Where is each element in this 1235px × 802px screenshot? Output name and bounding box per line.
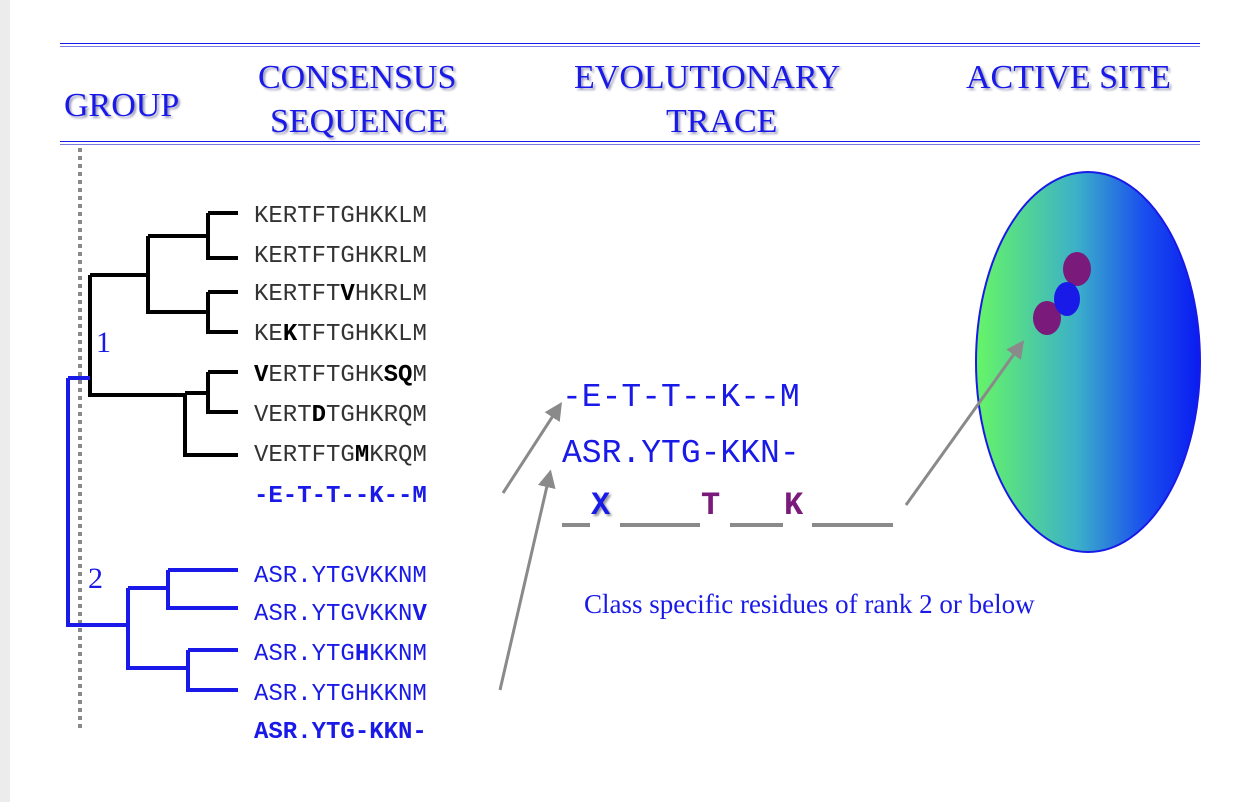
sequence-mutation: K [283, 321, 298, 348]
arrows [498, 340, 1025, 691]
left-edge-strip [0, 0, 10, 802]
group-label-2: 2 [88, 562, 103, 595]
sequence-row: ASR.YTGHKKNM [254, 641, 427, 668]
active-site-residue-purple-bottom [1033, 301, 1061, 335]
sequence-mutation: V [340, 281, 355, 308]
residue-k: K [784, 487, 804, 524]
sequence-segment: VERT [254, 402, 312, 429]
sequence-mutation: V [412, 601, 427, 628]
sequence-segment: ASR.YTGVKKNM [254, 563, 427, 590]
trace-line-1: -E-T-T--K--M [562, 379, 800, 416]
group2-sequences: ASR.YTGVKKNMASR.YTGVKKNVASR.YTGHKKNMASR.… [254, 563, 427, 708]
active-site-residue-purple-top [1063, 252, 1091, 286]
trace-residues: X T K [562, 487, 893, 527]
sequence-segment: KE [254, 321, 283, 348]
sequence-segment: VERTFTG [254, 442, 355, 469]
sequence-mutation: M [355, 442, 369, 469]
sequence-segment: ASR.YTGVKKN [254, 601, 412, 628]
sequence-segment: ERTFTGHK [268, 362, 384, 389]
header-consensus-line1: CONSENSUS [258, 59, 457, 96]
residue-x: X [591, 487, 611, 524]
sequence-segment: KERTFTGHKRLM [254, 243, 427, 270]
sequence-mutation: V [254, 362, 269, 389]
header-evolutionary-line2: TRACE [666, 103, 778, 140]
sequence-segment: TGHKRQM [326, 402, 427, 429]
header-evolutionary-line1: EVOLUTIONARY [574, 59, 841, 96]
sequence-row: KERTFTVHKRLM [254, 281, 427, 308]
header-consensus-line2: SEQUENCE [270, 103, 448, 140]
sequence-segment: TFTGHKKLM [297, 321, 427, 348]
active-site-residue-blue [1054, 282, 1080, 316]
trace-caption: Class specific residues of rank 2 or bel… [584, 589, 1035, 619]
sequence-row: KERTFTGHKKLM [254, 203, 427, 230]
sequence-row: ASR.YTGVKKNV [254, 601, 427, 628]
sequence-row: KEKTFTGHKKLM [254, 321, 427, 348]
sequence-row: KERTFTGHKRLM [254, 243, 427, 270]
arrow-trace-to-active-site [904, 340, 1025, 506]
group1-consensus: -E-T-T--K--M [254, 483, 427, 510]
residue-t: T [701, 487, 720, 524]
sequence-segment: ASR.YTG [254, 641, 355, 668]
group2-consensus: ASR.YTG-KKN- [254, 719, 427, 746]
group1-tree [88, 211, 238, 457]
group1-sequences: KERTFTGHKKLMKERTFTGHKRLMKERTFTVHKRLMKEKT… [254, 203, 427, 469]
sequence-mutation: D [312, 402, 326, 429]
sequence-mutation: SQ [384, 362, 413, 389]
sequence-segment: KERTFT [254, 281, 340, 308]
group-label-1: 1 [96, 326, 111, 359]
sequence-segment: KERTFTGHKKLM [254, 203, 427, 230]
header-bottom-rule [60, 141, 1200, 145]
header-top-rule [60, 43, 1200, 47]
sequence-segment: M [412, 362, 426, 389]
sequence-row: VERTDTGHKRQM [254, 402, 427, 429]
sequence-row: ASR.YTGHKKNM [254, 681, 427, 708]
sequence-segment: HKRLM [355, 281, 427, 308]
header-group: GROUP [64, 87, 180, 124]
header-active-site: ACTIVE SITE [966, 59, 1171, 96]
sequence-segment: ASR.YTGHKKNM [254, 681, 427, 708]
sequence-row: ASR.YTGVKKNM [254, 563, 427, 590]
sequence-mutation: H [355, 641, 369, 668]
arrow-consensus1-to-trace [501, 401, 562, 494]
sequence-row: VERTFTGHKSQM [254, 362, 427, 389]
trace-line-2: ASR.YTG-KKN- [562, 435, 800, 472]
active-site-ellipse [975, 171, 1201, 553]
sequence-row: VERTFTGMKRQM [254, 442, 427, 469]
group2-tree [66, 376, 238, 692]
sequence-segment: KKNM [369, 641, 427, 668]
arrow-consensus2-to-trace [498, 469, 556, 691]
sequence-segment: KRQM [369, 442, 427, 469]
